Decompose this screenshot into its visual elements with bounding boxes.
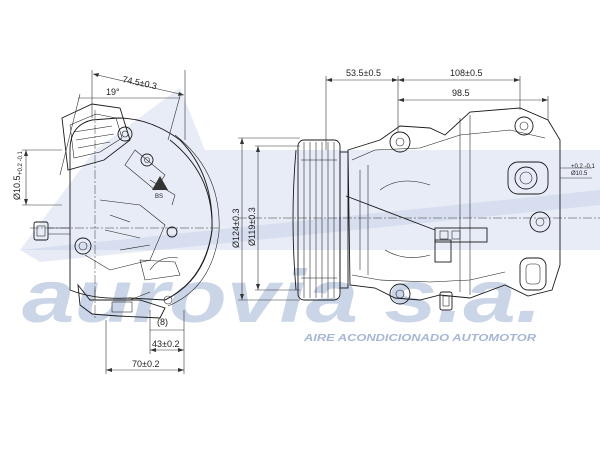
side-view: BS 74.5±0.3 19° Ø10.5 [12, 70, 220, 374]
dim-front-port-dia: Ø10.5 [571, 171, 588, 177]
dim-groove-dia: Ø119±0.3 [247, 207, 257, 246]
dim-front-53: 53.5±0.5 [346, 68, 381, 78]
dim-side-port-tol: +0.2 -0.1 [18, 150, 24, 175]
dim-front-98: 98.5 [452, 88, 470, 98]
dim-side-width: 74.5±0.3 [122, 74, 158, 91]
dim-foot-70: 70±0.2 [132, 359, 159, 369]
dim-bracket-offset: (8) [157, 317, 168, 327]
watermark-tagline: AIRE ACONDICIONADO AUTOMOTOR [303, 332, 537, 344]
svg-text:BS: BS [155, 194, 163, 200]
dim-pulley-dia: Ø124±0.3 [231, 209, 241, 248]
front-view: Ø124±0.3 Ø119±0.3 [231, 68, 600, 311]
dim-foot-43: 43±0.2 [152, 339, 179, 349]
dim-front-port-tol: +0.2 -0.1 [571, 164, 596, 170]
dim-side-port-dia: Ø10.5 [12, 175, 22, 200]
dim-front-108: 108±0.5 [450, 68, 482, 78]
dim-side-angle: 19° [106, 87, 120, 97]
watermark-brand: aurovia s.a. [22, 255, 542, 338]
